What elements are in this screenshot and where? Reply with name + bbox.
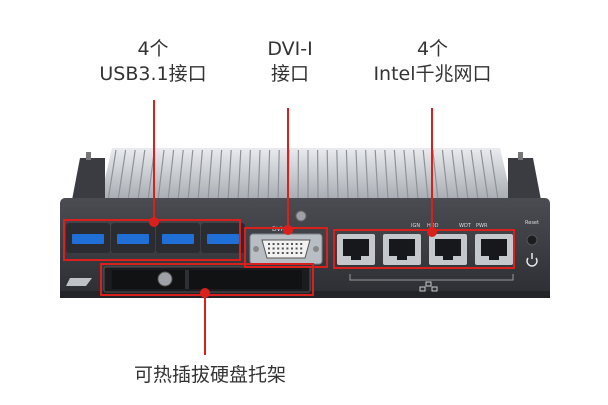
- lan-port-2: [383, 234, 421, 265]
- pwr-led-label: PWR: [476, 223, 488, 229]
- dvi-port-label: DVI-I: [272, 226, 287, 233]
- logo-mark: [66, 278, 92, 286]
- reset-button[interactable]: [526, 234, 538, 246]
- usb-annotation-line1: 4个: [137, 38, 169, 60]
- power-icon[interactable]: [526, 253, 538, 267]
- reset-label: Reset: [525, 220, 539, 226]
- dvi-annotation-line1: DVI-I: [267, 38, 313, 60]
- wdt-led-label: WDT: [459, 223, 472, 229]
- lan-port-3: [429, 234, 467, 265]
- dvi-port: DVI-I: [249, 210, 323, 265]
- leader-lines: [153, 100, 433, 355]
- dvi-annotation-line2: 接口: [270, 63, 309, 85]
- lan-port-1: [337, 234, 375, 265]
- network-icon: [419, 281, 438, 292]
- lan-annotation: 4个 Intel千兆网口: [345, 37, 520, 87]
- usb-annotation: 4个 USB3.1接口: [78, 37, 228, 87]
- lan-port-4: [475, 234, 513, 265]
- lan-annotation-line1: 4个: [416, 38, 449, 60]
- usb-ports: [66, 223, 245, 253]
- lan-highlight: [333, 229, 515, 269]
- tray-annotation: 可热插拔硬盘托架: [133, 364, 286, 386]
- drive-tray[interactable]: [66, 266, 311, 293]
- screw-icon: [295, 210, 307, 222]
- lan-annotation-line2: Intel千兆网口: [373, 63, 492, 85]
- lan-ports: [337, 234, 513, 265]
- ign-led-label: IGN: [411, 223, 420, 229]
- dvi-annotation: DVI-I 接口: [235, 37, 345, 87]
- heatsink: [72, 148, 541, 200]
- usb-annotation-line2: USB3.1接口: [99, 63, 207, 85]
